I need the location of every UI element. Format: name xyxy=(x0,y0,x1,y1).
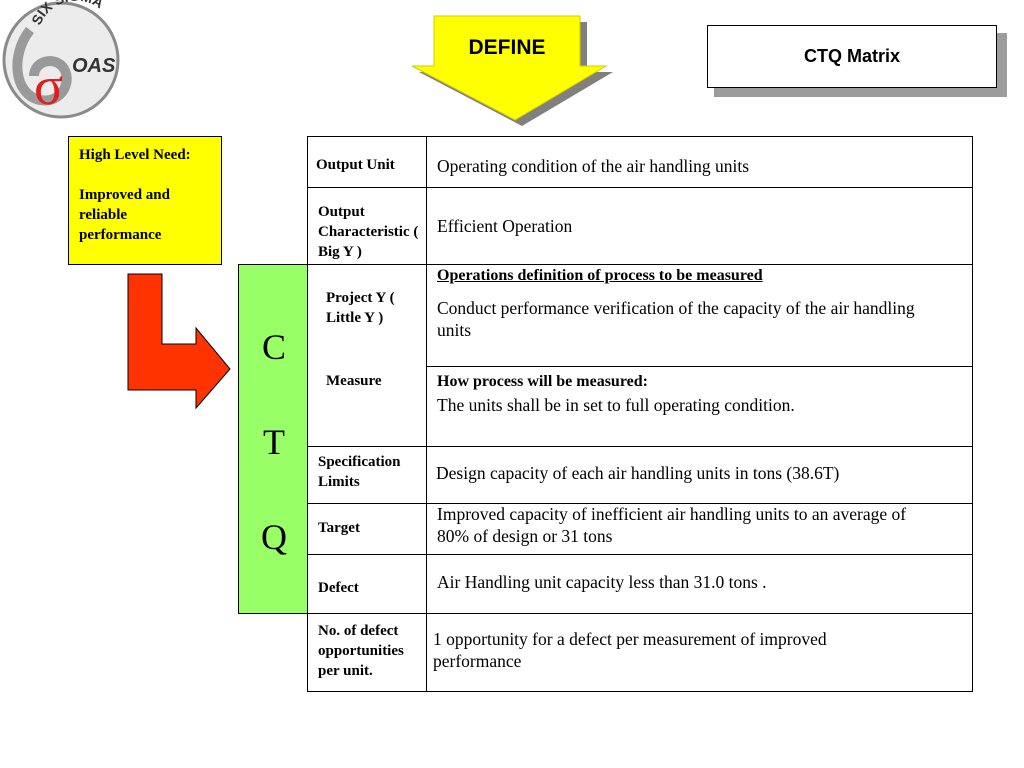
measure-label: Measure xyxy=(326,373,382,389)
ctq-table xyxy=(307,136,973,692)
target-value: Improved capacity of inefficient air han… xyxy=(437,504,907,546)
output-characteristic-label: Output Characteristic ( Big Y ) xyxy=(318,204,419,260)
high-level-need-title: High Level Need: xyxy=(79,147,191,163)
ctq-letter-q: Q xyxy=(261,517,287,557)
define-arrow xyxy=(411,15,613,126)
high-level-need-box: High Level Need: Improved and reliable p… xyxy=(68,136,222,265)
defect-label: Defect xyxy=(318,580,359,596)
defect-opportunities-value: 1 opportunity for a defect per measureme… xyxy=(433,629,827,671)
project-y-label: Project Y ( Little Y ) xyxy=(326,290,395,326)
sigma-symbol: σ xyxy=(34,56,63,116)
specification-limits-label: Specification Limits xyxy=(318,454,401,490)
project-y-value: Conduct performance verification of the … xyxy=(437,298,915,340)
output-unit-value: Operating condition of the air handling … xyxy=(437,156,750,176)
define-label: DEFINE xyxy=(468,36,546,59)
ctq-strip: C T Q xyxy=(238,264,308,614)
output-unit-label: Output Unit xyxy=(316,157,395,173)
ctq-letter-t: T xyxy=(263,422,285,462)
measure-value: The units shall be in set to full operat… xyxy=(437,395,795,415)
project-y-heading: Operations definition of process to be m… xyxy=(437,267,763,284)
defect-opportunities-label: No. of defect opportunities per unit. xyxy=(318,623,404,679)
six-sigma-oas-logo: SIX SIGMA σ OAS xyxy=(2,0,120,119)
table-row-divider xyxy=(307,503,973,504)
table-row-divider xyxy=(307,613,973,614)
output-characteristic-value: Efficient Operation xyxy=(437,216,573,236)
measure-heading: How process will be measured: xyxy=(437,373,648,390)
table-row-divider xyxy=(307,264,973,265)
defect-value: Air Handling unit capacity less than 31.… xyxy=(437,572,767,592)
specification-limits-value: Design capacity of each air handling uni… xyxy=(436,463,840,483)
table-column-divider xyxy=(426,136,427,692)
table-row-divider xyxy=(307,554,973,555)
ctq-matrix-title: CTQ Matrix xyxy=(707,25,997,88)
red-bent-arrow-icon xyxy=(127,273,231,410)
table-row-divider xyxy=(307,446,973,447)
logo-oas-text: OAS xyxy=(72,55,116,77)
ctq-letter-c: C xyxy=(261,327,286,367)
target-label: Target xyxy=(318,520,360,536)
table-row-divider xyxy=(307,187,973,188)
table-row-divider xyxy=(426,366,973,367)
high-level-need-text: Improved and reliable performance xyxy=(79,187,170,243)
